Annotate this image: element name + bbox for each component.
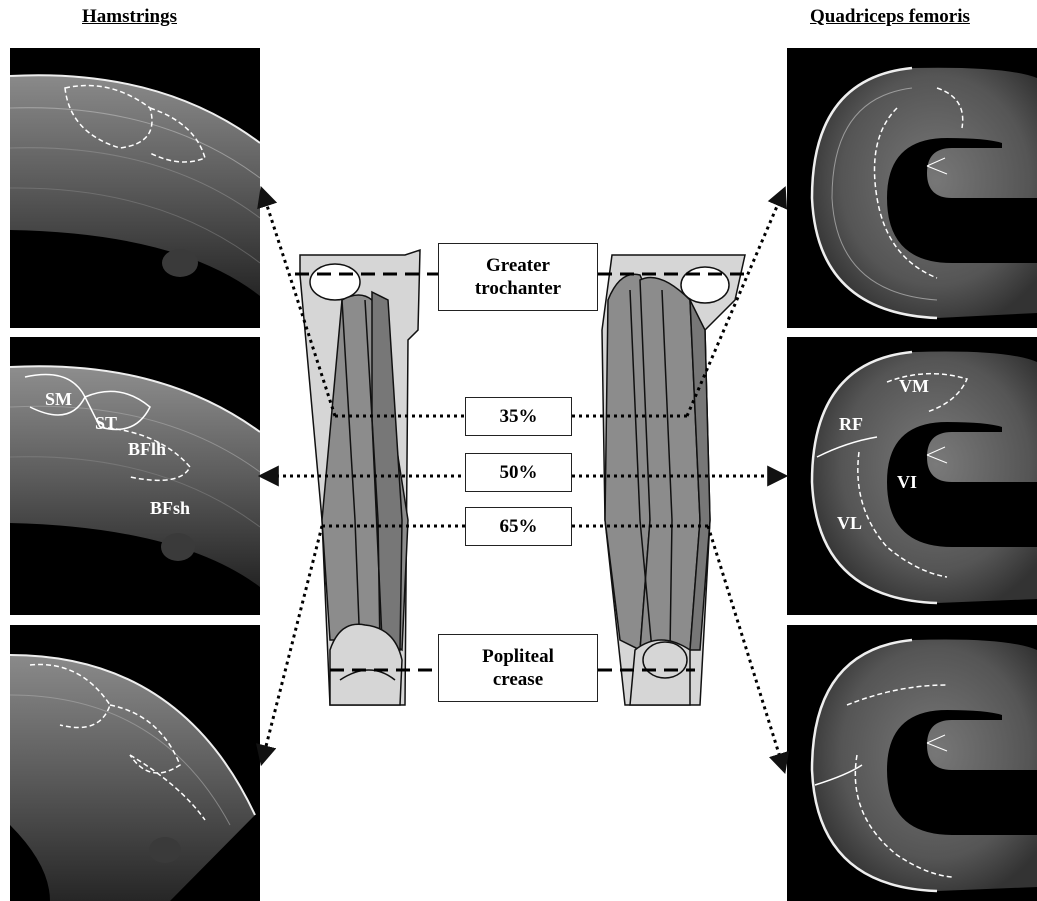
connector-65-quadriceps [708, 526, 784, 770]
connector-65-hamstrings [262, 526, 322, 762]
level-35-label: 35% [465, 397, 572, 436]
anterior-thigh-illustration [602, 255, 745, 705]
level-50-label: 50% [465, 453, 572, 492]
greater-trochanter-label: Greatertrochanter [438, 243, 598, 311]
hip-joint-left [310, 264, 360, 300]
level-65-label: 65% [465, 507, 572, 546]
popliteal-crease-label: Poplitealcrease [438, 634, 598, 702]
